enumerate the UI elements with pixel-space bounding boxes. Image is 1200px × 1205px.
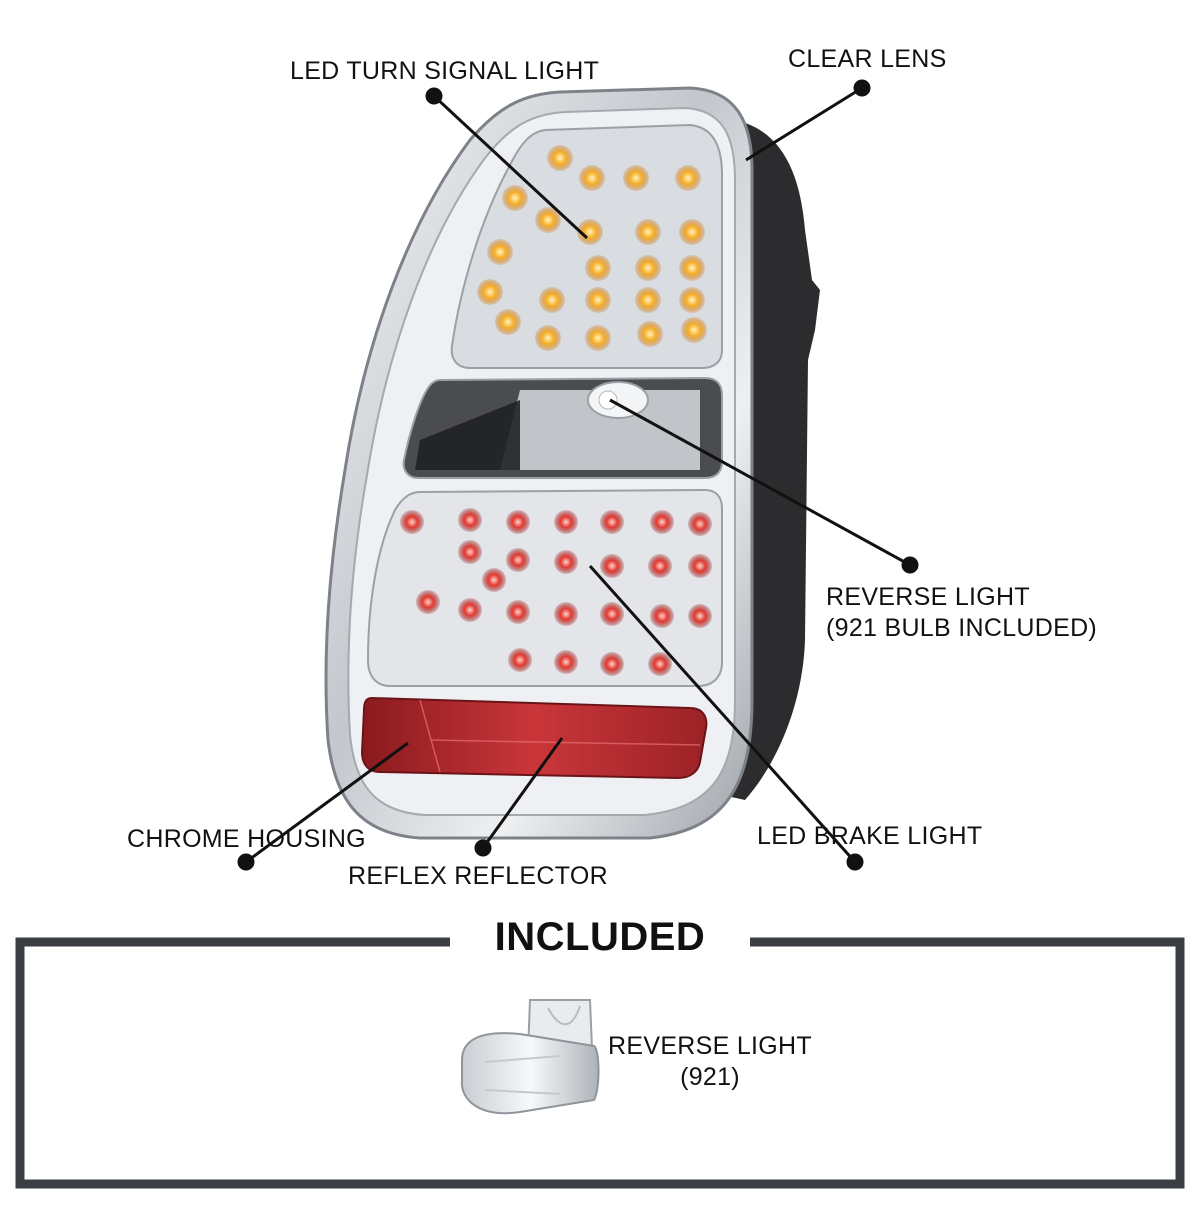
amber-led — [477, 279, 503, 305]
red-led — [648, 652, 672, 676]
amber-led — [675, 165, 701, 191]
red-led — [688, 512, 712, 536]
red-led — [400, 510, 424, 534]
label-reverse-light-line1: REVERSE LIGHT — [826, 583, 1030, 611]
red-led — [416, 590, 440, 614]
label-reverse-light: REVERSE LIGHT (921 BULB INCLUDED) — [826, 582, 1097, 644]
amber-led — [679, 287, 705, 313]
label-chrome-housing: CHROME HOUSING — [127, 825, 366, 853]
red-led — [600, 554, 624, 578]
red-led — [482, 568, 506, 592]
red-led — [600, 510, 624, 534]
included-title: INCLUDED — [450, 915, 750, 960]
label-reflex-reflector: REFLEX REFLECTOR — [348, 862, 608, 890]
amber-led — [681, 317, 707, 343]
red-led — [600, 602, 624, 626]
label-clear-lens: CLEAR LENS — [788, 45, 947, 73]
amber-led — [547, 145, 573, 171]
amber-led — [535, 207, 561, 233]
red-led — [554, 550, 578, 574]
label-reverse-light-line2: (921 BULB INCLUDED) — [826, 614, 1098, 642]
red-led — [600, 652, 624, 676]
amber-led-grid — [477, 145, 707, 351]
amber-led — [487, 239, 513, 265]
amber-led — [635, 287, 661, 313]
included-item-line1: REVERSE LIGHT — [608, 1032, 812, 1060]
leader-dot — [474, 839, 492, 857]
amber-led — [585, 255, 611, 281]
amber-led — [635, 219, 661, 245]
red-led — [554, 602, 578, 626]
red-led — [506, 600, 530, 624]
label-brake-light: LED BRAKE LIGHT — [757, 822, 983, 850]
amber-led — [579, 165, 605, 191]
leader-dot — [901, 556, 919, 574]
reverse-bulb — [587, 381, 649, 419]
amber-led — [635, 255, 661, 281]
red-led — [506, 548, 530, 572]
amber-led — [679, 219, 705, 245]
red-led — [458, 508, 482, 532]
amber-led — [539, 287, 565, 313]
amber-led — [637, 321, 663, 347]
amber-led — [585, 325, 611, 351]
red-led — [650, 604, 674, 628]
included-item-label: REVERSE LIGHT (921) — [605, 1031, 815, 1093]
red-led — [506, 510, 530, 534]
red-led — [648, 554, 672, 578]
leader-dot — [425, 87, 443, 105]
red-led — [688, 554, 712, 578]
amber-led — [502, 185, 528, 211]
red-led-grid — [400, 508, 712, 676]
red-led — [508, 648, 532, 672]
amber-led — [535, 325, 561, 351]
leader-dot — [846, 853, 864, 871]
leader-dot — [853, 79, 871, 97]
leader-dot — [237, 853, 255, 871]
red-led — [458, 598, 482, 622]
red-led — [650, 510, 674, 534]
red-led — [554, 510, 578, 534]
bulb-image — [460, 999, 600, 1115]
leader-lines — [237, 79, 919, 871]
reflex-reflector-shape — [360, 696, 708, 780]
label-turn-signal: LED TURN SIGNAL LIGHT — [290, 57, 600, 85]
included-frame — [15, 937, 1185, 1189]
amber-led — [585, 287, 611, 313]
amber-led — [495, 309, 521, 335]
red-led — [688, 604, 712, 628]
red-led — [458, 540, 482, 564]
amber-led — [577, 219, 603, 245]
tail-lamp — [324, 86, 820, 840]
red-led — [554, 650, 578, 674]
brake-section — [366, 488, 723, 687]
included-item-line2: (921) — [680, 1063, 740, 1091]
amber-led — [679, 255, 705, 281]
amber-led — [623, 165, 649, 191]
